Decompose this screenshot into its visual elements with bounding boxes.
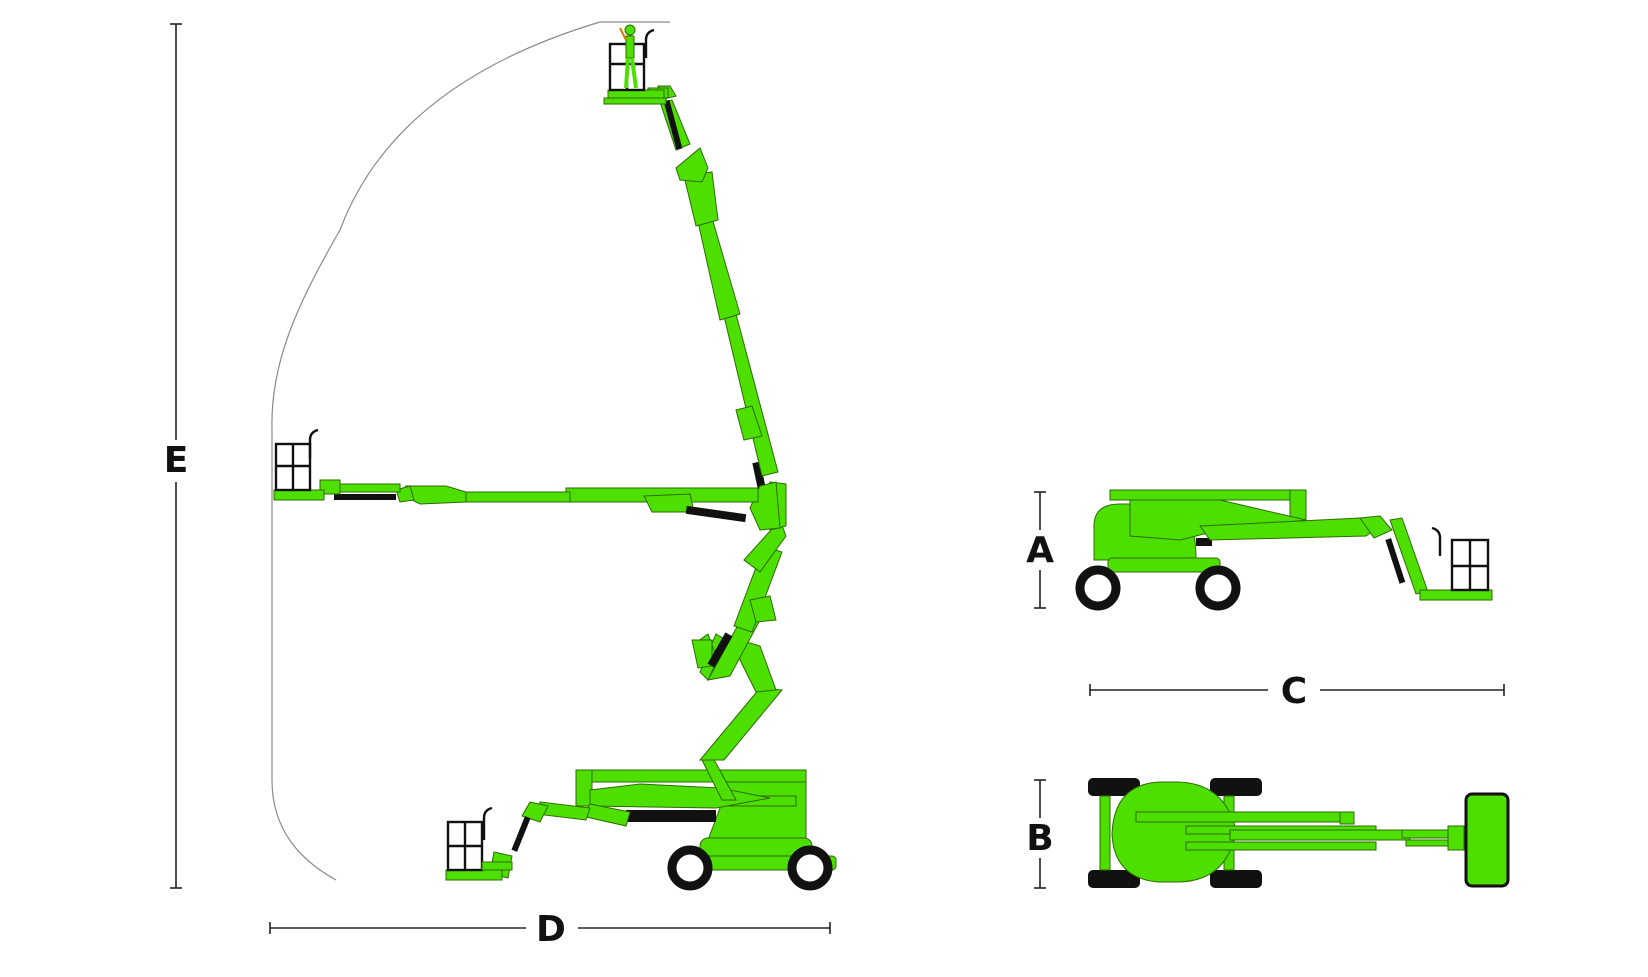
operator-figure-icon: [619, 24, 638, 89]
dimension-e: E: [164, 23, 189, 889]
dimension-a: A: [1026, 491, 1054, 609]
main-wheel-rear-icon: [667, 845, 713, 891]
dimension-e-label: E: [164, 440, 189, 481]
dimension-d-label: D: [536, 909, 566, 950]
main-upper-boom: [603, 24, 787, 531]
stowed-side-view: [1075, 489, 1493, 611]
main-horizontal-boom: [273, 428, 781, 531]
dimension-b: B: [1026, 779, 1054, 889]
top-tire-rr-icon: [1088, 870, 1140, 888]
dimension-b-label: B: [1026, 818, 1053, 859]
working-envelope-curve: [271, 21, 670, 881]
top-tire-fr-icon: [1210, 870, 1262, 888]
top-platform: [1464, 792, 1510, 888]
top-view: [1088, 778, 1510, 888]
stowed-wheel-front-icon: [1195, 565, 1241, 611]
main-riser: [691, 519, 787, 801]
dimension-d: D: [269, 909, 831, 950]
dimension-c: C: [1089, 671, 1505, 712]
top-tire-rl-icon: [1088, 778, 1140, 796]
stowed-wheel-rear-icon: [1075, 565, 1121, 611]
dimension-a-label: A: [1026, 530, 1054, 571]
main-stowed-boom: [445, 769, 807, 881]
dimension-c-label: C: [1281, 671, 1307, 712]
main-lift-side-view: [273, 24, 837, 891]
top-tire-fl-icon: [1210, 778, 1262, 796]
main-wheel-front-icon: [787, 845, 833, 891]
